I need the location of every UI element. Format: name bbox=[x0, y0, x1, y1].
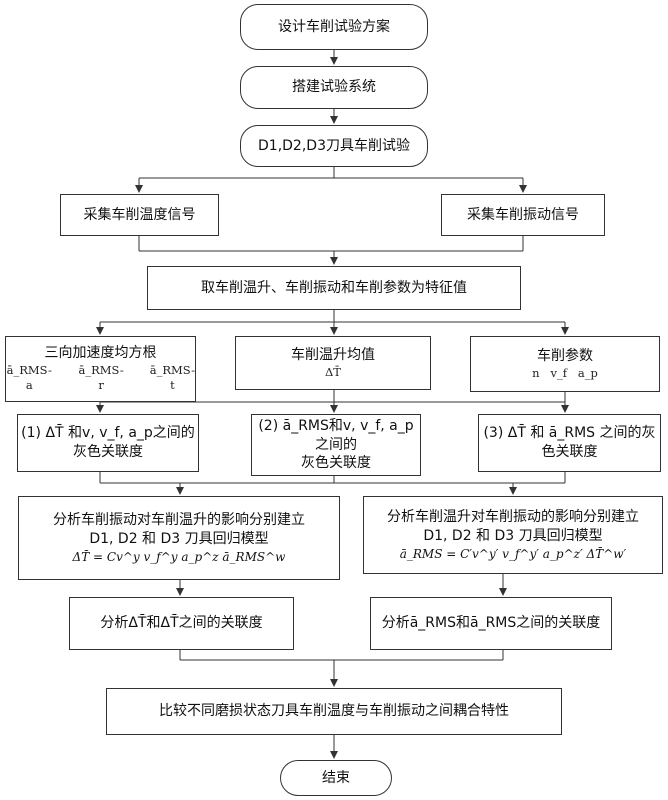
node-assoc-right-label: 分析ā_RMS和ā_RMS之间的关联度 bbox=[381, 615, 601, 632]
node-features-label: 取车削温升、车削振动和车削参数为特征值 bbox=[201, 279, 467, 296]
node-test: D1,D2,D3刀具车削试验 bbox=[240, 125, 428, 167]
node-design: 设计车削试验方案 bbox=[240, 4, 428, 50]
node-params-symbols: n v_f a_p bbox=[532, 365, 598, 380]
node-test-label: D1,D2,D3刀具车削试验 bbox=[258, 137, 410, 154]
node-temp-mean-symbol: ΔT̄ bbox=[325, 364, 341, 379]
node-model-right: 分析车削温升对车削振动的影响分别建立 D1, D2 和 D3 刀具回归模型 ā_… bbox=[363, 496, 663, 574]
node-grey-1: (1) ΔT̄ 和v, v_f, a_p之间的 灰色关联度 bbox=[17, 414, 199, 472]
node-features: 取车削温升、车削振动和车削参数为特征值 bbox=[147, 266, 521, 310]
node-grey-1-line2: 灰色关联度 bbox=[73, 444, 143, 460]
rms-t-symbol: ā_RMS-t bbox=[149, 362, 195, 393]
node-params-title: 车削参数 bbox=[537, 347, 593, 364]
node-build: 搭建试验系统 bbox=[240, 66, 428, 109]
node-assoc-left-label: 分析ΔT̄和ΔT̄之间的关联度 bbox=[100, 615, 263, 632]
node-grey-1-line1: (1) ΔT̄ 和v, v_f, a_p之间的 bbox=[21, 425, 195, 442]
rms-a-symbol: ā_RMS-a bbox=[6, 362, 52, 393]
node-compare-label: 比较不同磨损状态刀具车削温度与车削振动之间耦合特性 bbox=[159, 703, 509, 720]
node-model-left-formula: ΔT̄ = Cv^y v_f^y a_p^z ā_RMS^w bbox=[72, 549, 286, 564]
node-vib-signal-label: 采集车削振动信号 bbox=[467, 206, 579, 223]
node-design-label: 设计车削试验方案 bbox=[278, 18, 390, 35]
node-build-label: 搭建试验系统 bbox=[292, 79, 376, 96]
node-assoc-left: 分析ΔT̄和ΔT̄之间的关联度 bbox=[69, 597, 294, 650]
node-model-left-line1: 分析车削振动对车削温升的影响分别建立 bbox=[53, 512, 305, 529]
rms-r-symbol: ā_RMS-r bbox=[78, 362, 124, 393]
node-model-right-formula: ā_RMS = C′v^y′ v_f^y′ a_p^z′ ΔT̄^w′ bbox=[399, 546, 627, 561]
node-compare: 比较不同磨损状态刀具车削温度与车削振动之间耦合特性 bbox=[106, 688, 562, 735]
node-vib-signal: 采集车削振动信号 bbox=[441, 194, 605, 236]
node-assoc-right: 分析ā_RMS和ā_RMS之间的关联度 bbox=[370, 597, 612, 650]
node-grey-3-line1: (3) ΔT̄ 和 ā_RMS 之间的灰 bbox=[483, 425, 656, 442]
node-end: 结束 bbox=[280, 760, 392, 796]
node-grey-2-line1: (2) ā_RMS和v, v_f, a_p之间的 bbox=[258, 417, 414, 453]
node-grey-2: (2) ā_RMS和v, v_f, a_p之间的 灰色关联度 bbox=[251, 414, 421, 476]
node-grey-2-line2: 灰色关联度 bbox=[301, 455, 371, 472]
node-rms: 三向加速度均方根 ā_RMS-a ā_RMS-r ā_RMS-t bbox=[5, 336, 196, 402]
node-params: 车削参数 n v_f a_p bbox=[470, 336, 660, 392]
node-temp-mean: 车削温升均值 ΔT̄ bbox=[235, 336, 431, 390]
node-grey-3-line2: 色关联度 bbox=[541, 444, 598, 460]
node-model-right-line2: D1, D2 和 D3 刀具回归模型 bbox=[423, 527, 603, 544]
node-temp-signal-label: 采集车削温度信号 bbox=[83, 206, 196, 223]
node-rms-title: 三向加速度均方根 bbox=[44, 345, 157, 362]
node-model-right-line1: 分析车削温升对车削振动的影响分别建立 bbox=[387, 509, 639, 526]
node-grey-3: (3) ΔT̄ 和 ā_RMS 之间的灰 色关联度 bbox=[478, 414, 661, 472]
rms-symbols: ā_RMS-a ā_RMS-r ā_RMS-t bbox=[6, 363, 195, 394]
node-model-left: 分析车削振动对车削温升的影响分别建立 D1, D2 和 D3 刀具回归模型 ΔT… bbox=[18, 496, 340, 580]
node-end-label: 结束 bbox=[322, 769, 350, 786]
node-temp-signal: 采集车削温度信号 bbox=[60, 194, 219, 236]
node-temp-mean-title: 车削温升均值 bbox=[291, 346, 375, 363]
node-model-left-line2: D1, D2 和 D3 刀具回归模型 bbox=[89, 530, 269, 547]
